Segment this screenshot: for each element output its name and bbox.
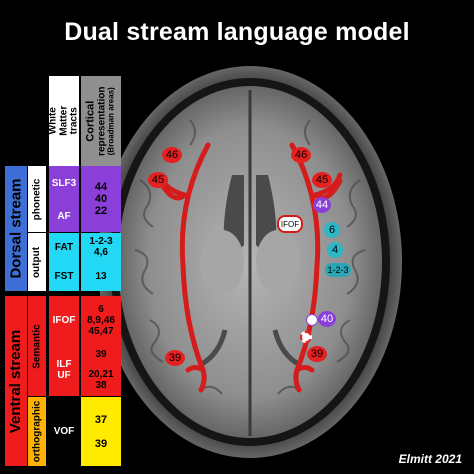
tract-vof: VOF <box>49 397 79 466</box>
ba-marker-right-45: 45 <box>312 172 332 188</box>
area-20-21: 20,21 <box>88 369 114 380</box>
area-4-6: 4,6 <box>94 247 108 258</box>
right-ventricle <box>256 175 277 250</box>
author-signature: Elmitt 2021 <box>398 452 462 466</box>
area-40: 40 <box>94 193 108 205</box>
ba-marker-right-40: 40 <box>318 311 336 327</box>
area-39-vof: 39 <box>94 437 108 450</box>
areas-ilf: 39 <box>81 344 121 364</box>
area-8-9-46: 8,9,46 <box>87 314 115 326</box>
area-22: 22 <box>94 205 108 217</box>
area-45-47: 45,47 <box>88 325 114 337</box>
area-1-2-3: 1-2-3 <box>89 236 113 247</box>
page-title: Dual stream language model <box>64 18 410 46</box>
ba-marker-right-1-2-3: 1-2-3 <box>325 263 351 277</box>
right-tracts <box>289 142 343 393</box>
areas-fat: 1-2-3 4,6 <box>81 233 121 261</box>
column-header-white-matter: White Matter tracts <box>49 76 79 166</box>
dorsal-stream-label: Dorsal stream <box>5 166 27 291</box>
tract-slf3: SLF3 <box>49 166 79 200</box>
ba-marker-right-40-dot <box>306 314 318 326</box>
column-header-cortical: Cortical representation (Broadman areas) <box>81 76 121 166</box>
ba-marker-right-39: 39 <box>307 346 327 362</box>
ba-marker-left-39: 39 <box>165 350 185 366</box>
area-6: 6 <box>98 303 104 315</box>
ba-marker-right-44: 44 <box>313 197 331 213</box>
ventral-semantic-label: Semantic <box>28 296 46 396</box>
areas-uf: 20,21 38 <box>81 364 121 396</box>
dorsal-phonetic-label: phonetic <box>28 166 46 232</box>
area-38: 38 <box>95 380 107 391</box>
tract-ifof: IFOF <box>49 296 79 344</box>
ba-marker-right-6: 6 <box>324 222 340 238</box>
ba-marker-right-dashed-dot <box>300 331 312 343</box>
tract-ilf: ILF <box>56 359 72 370</box>
tract-ilf-uf: ILF UF <box>49 344 79 396</box>
areas-vof: 37 39 <box>81 397 121 466</box>
areas-phonetic: 44 40 22 <box>81 166 121 232</box>
ba-marker-right-4: 4 <box>327 242 343 258</box>
tract-fat: FAT <box>49 233 79 261</box>
ventral-stream-label: Ventral stream <box>5 296 27 466</box>
area-37: 37 <box>94 413 108 426</box>
areas-ifof: 6 8,9,46 45,47 <box>81 296 121 344</box>
ba-marker-left-46: 46 <box>162 147 182 163</box>
area-44: 44 <box>94 181 108 193</box>
ventral-orthographic-label: orthographic <box>28 397 46 466</box>
tract-af: AF <box>49 200 79 232</box>
dorsal-output-label: output <box>28 233 46 291</box>
tract-fst: FST <box>49 261 79 291</box>
ba-marker-left-45: 45 <box>148 172 168 188</box>
areas-fst: 13 <box>81 261 121 291</box>
left-ventricle <box>223 175 244 250</box>
ba-marker-right-46: 46 <box>291 147 311 163</box>
tract-uf: UF <box>57 370 71 381</box>
ifof-brain-label: IFOF <box>277 215 303 233</box>
